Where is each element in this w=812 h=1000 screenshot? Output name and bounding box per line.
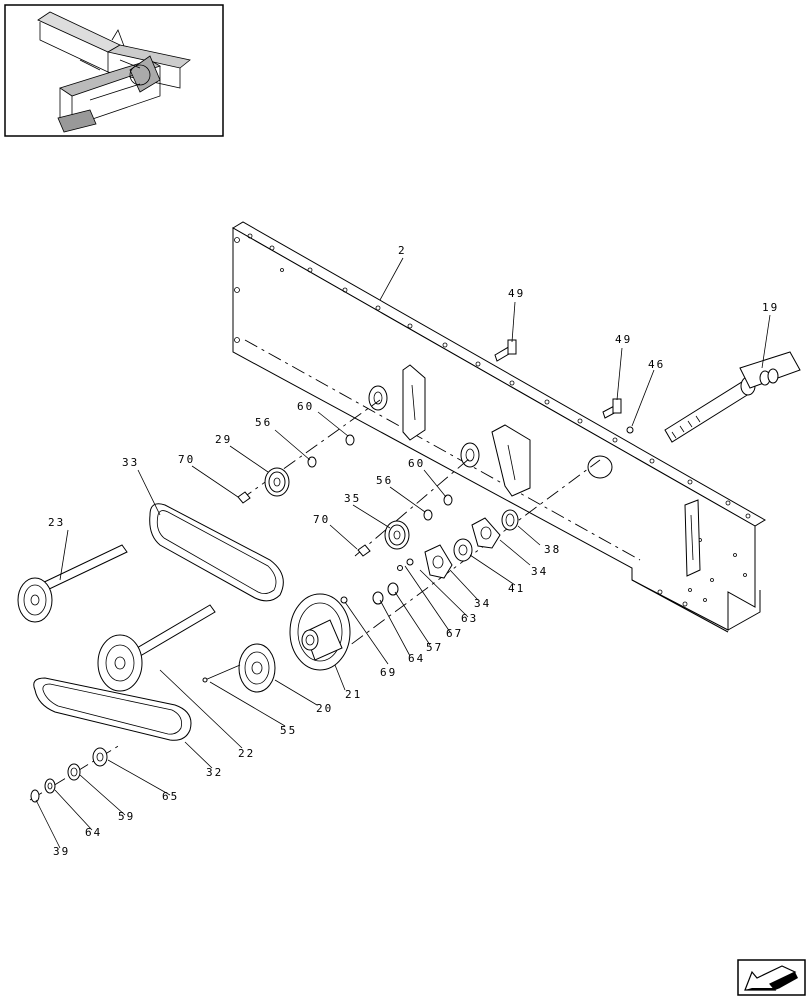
callout-70-a: 70 — [178, 453, 195, 466]
callout-2: 2 — [398, 244, 407, 257]
main-plate — [232, 221, 766, 633]
belt-upper — [149, 503, 284, 602]
callout-20: 20 — [316, 702, 333, 715]
washer-stack — [29, 744, 121, 803]
callout-22: 22 — [238, 747, 255, 760]
callout-38: 38 — [544, 543, 561, 556]
callout-29: 29 — [215, 433, 232, 446]
callout-63: 63 — [461, 612, 478, 625]
callout-64-b: 64 — [85, 826, 102, 839]
callout-labels: 2 49 49 46 19 60 56 29 70 33 60 56 35 70… — [48, 244, 779, 858]
lower-idler-stack — [354, 457, 471, 557]
bearing-flanges — [368, 385, 613, 479]
callout-60-a: 60 — [297, 400, 314, 413]
sprocket-21 — [289, 593, 351, 671]
callout-41: 41 — [508, 582, 525, 595]
bearing-group — [329, 459, 601, 661]
upper-idler-stack — [237, 399, 381, 504]
shaft-22 — [97, 604, 216, 692]
overview-thumbnail — [4, 4, 224, 137]
callout-59: 59 — [118, 810, 135, 823]
callout-46: 46 — [648, 358, 665, 371]
next-page-button[interactable] — [737, 959, 806, 996]
callout-57: 57 — [426, 641, 443, 654]
callout-69: 69 — [380, 666, 397, 679]
callout-19: 19 — [762, 301, 779, 314]
callout-67: 67 — [446, 627, 463, 640]
callout-21: 21 — [345, 688, 362, 701]
arrow-icon — [744, 965, 798, 991]
callout-39: 39 — [53, 845, 70, 858]
lever-assembly — [664, 351, 801, 443]
callout-32: 32 — [206, 766, 223, 779]
belt-lower — [33, 677, 192, 741]
sprocket-20 — [202, 643, 276, 693]
callout-60-b: 60 — [408, 457, 425, 470]
callout-65: 65 — [162, 790, 179, 803]
callout-34-b: 34 — [474, 597, 491, 610]
callout-64-a: 64 — [408, 652, 425, 665]
slot-bracket-upper — [402, 364, 531, 497]
callout-56-b: 56 — [376, 474, 393, 487]
callout-49-b: 49 — [615, 333, 632, 346]
shaft-23 — [17, 544, 128, 623]
plate-holes — [234, 233, 751, 607]
callout-35: 35 — [344, 492, 361, 505]
callout-34-a: 34 — [531, 565, 548, 578]
leader-lines — [35, 257, 771, 849]
callout-33: 33 — [122, 456, 139, 469]
callout-55: 55 — [280, 724, 297, 737]
callout-49-a: 49 — [508, 287, 525, 300]
callout-23: 23 — [48, 516, 65, 529]
callout-56-a: 56 — [255, 416, 272, 429]
callout-70-b: 70 — [313, 513, 330, 526]
